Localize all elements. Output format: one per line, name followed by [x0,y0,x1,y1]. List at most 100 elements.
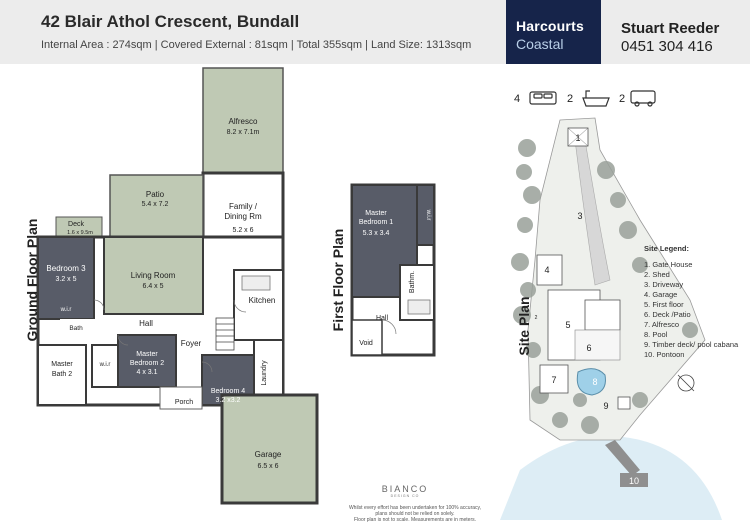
disclaimer: Whilst every effort has been undertaken … [340,505,490,523]
trees [511,139,698,434]
site-num-4: 4 [544,265,549,275]
designer-logo-sub: DESIGN CO [390,494,420,498]
brand-line1: Harcourts [516,18,584,34]
ground-floor-plan-label: Ground Floor Plan [24,218,40,342]
label-deck: Deck [68,221,84,228]
driveway [574,139,611,286]
label-master-bed-2-l1: Master [136,351,158,358]
site-pontoon [605,440,640,476]
area-summary: Internal Area : 274sqm | Covered Externa… [41,39,472,51]
brand-line2: Coastal [516,36,564,52]
legend-item: 8. Pool [644,330,668,339]
room-living [103,236,204,315]
label-porch: Porch [175,399,193,406]
disclaimer-line: Whilst every effort has been undertaken … [348,505,482,511]
label-wir-first: w.i.r [425,209,431,221]
label-family-1: Family / [229,202,258,211]
label-bedroom-3: Bedroom 3 [46,264,86,273]
legend-item: 1. Gate House [644,260,693,269]
room-master-bedroom-2 [117,334,177,388]
bed-count: 4 [514,93,520,105]
label-wir-master: w.i.r [99,362,111,368]
site-garage [536,254,563,286]
disclaimer-line: Floor plan is not to scale. Measurements… [354,517,476,523]
size-living: 6.4 x 5 [142,283,163,290]
label-master-bed-1-l1: Master [365,210,387,217]
legend-item: 3. Driveway [644,280,684,289]
size-alfresco: 8.2 x 7.1m [227,129,260,136]
legend-item: 4. Garage [644,290,678,299]
bath-count: 2 [567,93,573,105]
room-porch [159,386,203,410]
label-family-2: Dining Rm [224,212,262,221]
size-bedroom-3: 3.2 x 5 [55,276,76,283]
size-garage: 6.5 x 6 [257,463,278,470]
car-icon [630,90,656,107]
size-family: 5.2 x 6 [232,227,253,234]
north-compass-icon [677,374,695,392]
site-alfresco [539,364,569,394]
room-wir-first [416,184,435,246]
label-hall-first: Hall [376,315,389,322]
label-bathroom-first: Bathm. [409,271,416,293]
site-num-3: 3 [577,211,582,221]
site-number-labels: 1 2 3 4 5 6 7 8 9 10 [535,133,639,486]
legend-item: 9. Timber deck/ pool cabana [644,340,739,349]
size-bedroom-4: 3.2 x3.2 [216,397,241,404]
site-deck-patio [574,329,621,361]
label-laundry: Laundry [261,360,268,386]
legend-item: 7. Alfresco [644,320,680,329]
site-cabana [617,396,631,410]
legend-item: 5. First floor [644,300,684,309]
site-num-5: 5 [565,320,570,330]
label-void: Void [359,340,373,347]
agent-phone[interactable]: 0451 304 416 [621,38,713,55]
label-living: Living Room [131,271,176,280]
label-master-bath-2-l1: Master [51,361,73,368]
room-master-bath-2 [37,344,87,406]
site-num-10: 10 [629,476,639,486]
room-wir-master [91,344,119,388]
car-count: 2 [619,93,625,105]
first-floor-plan-label: First Floor Plan [330,228,346,332]
legend-item: 6. Deck /Patio [644,310,691,319]
label-master-bath-2-l2: Bath 2 [52,371,72,378]
site-num-6: 6 [586,343,591,353]
designer-logo: BIANCO [381,484,429,494]
disclaimer-line: plans should not be relied on solely. [375,511,455,517]
size-master-bed-1: 5.3 x 3.4 [363,230,390,237]
size-patio: 5.4 x 7.2 [142,201,169,208]
stairs [215,317,235,351]
size-deck: 1.6 x 9.5m [67,230,93,236]
label-master-bed-2-l2: Bedroom 2 [130,360,164,367]
site-num-8: 8 [592,377,597,387]
size-master-bed-2: 4 x 3.1 [136,369,157,376]
agent-name: Stuart Reeder [621,20,720,37]
label-patio: Patio [146,190,165,199]
first-floor-plan [350,183,436,357]
bed-icon [529,91,557,105]
site-num-1: 1 [575,133,580,143]
room-bedroom-3 [37,236,95,320]
label-hall: Hall [139,319,153,328]
site-num-7: 7 [551,375,556,385]
label-alfresco: Alfresco [229,117,258,126]
site-legend: Site Legend: 1. Gate House 2. Shed 3. Dr… [644,244,738,360]
label-garage: Garage [255,450,282,459]
site-legend-title: Site Legend: [644,244,690,253]
harcourts-logo[interactable]: Harcourts Coastal [506,0,601,64]
ground-floor-plan [36,67,319,505]
label-foyer: Foyer [181,339,202,348]
legend-item: 10. Pontoon [644,350,685,359]
room-void [351,319,383,356]
room-garage [220,393,319,505]
legend-item: 2. Shed [644,270,670,279]
label-bath: Bath [69,325,83,332]
bath-icon [582,90,610,107]
header-bar [0,0,750,64]
site-num-9: 9 [603,401,608,411]
label-master-bed-1-l2: Bedroom 1 [359,219,393,226]
site-num-2: 2 [535,315,538,321]
site-plan-label: Site Plan [516,296,532,356]
